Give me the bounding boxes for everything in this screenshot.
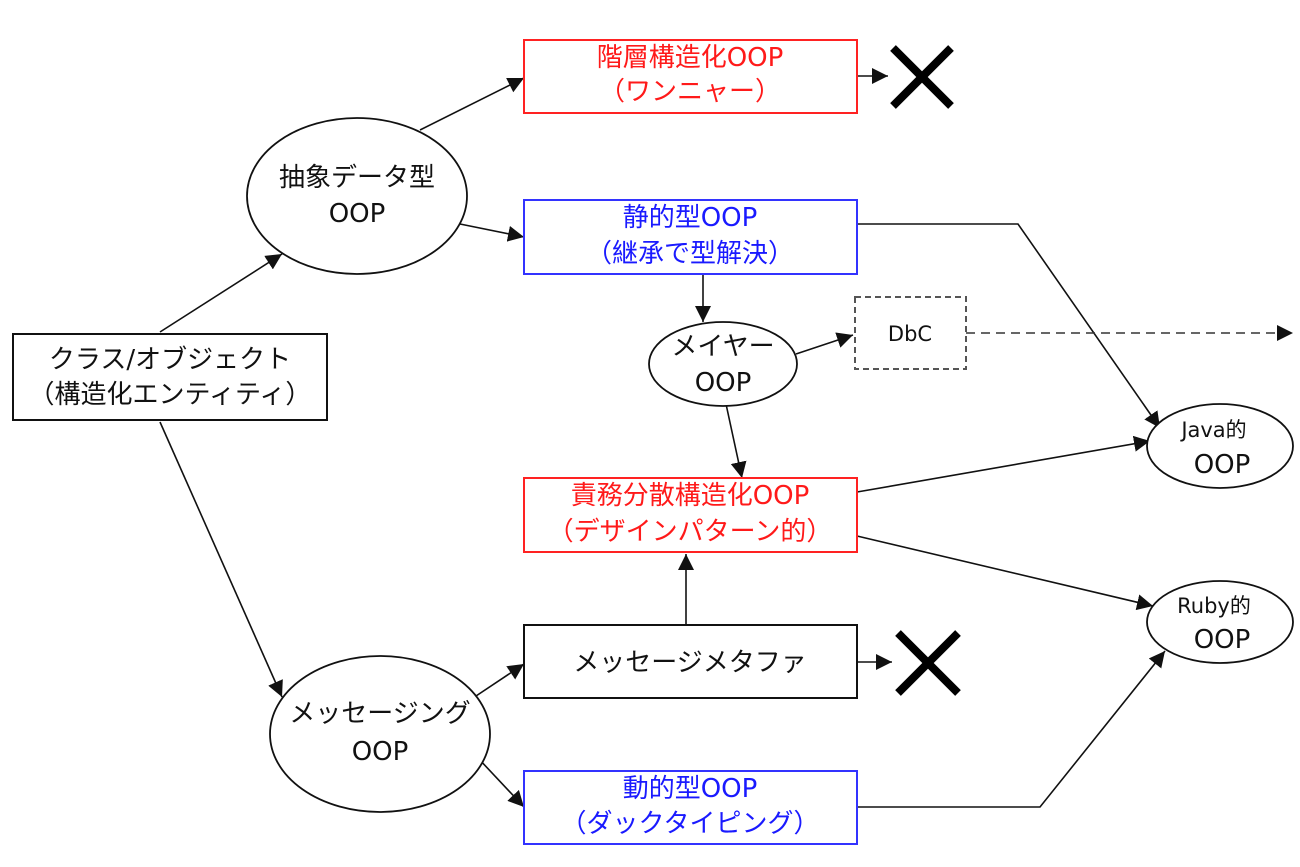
edges [159, 68, 1293, 808]
edge-adt-to-hierarchical [419, 77, 525, 131]
node-responsibility-oop-line2: （デザインパターン的） [548, 517, 833, 547]
node-ruby-oop: Ruby的 OOP [1146, 580, 1294, 664]
node-meyer-oop: メイヤー OOP [648, 321, 798, 407]
node-hierarchical-oop: 階層構造化OOP （ワンニャー） [523, 39, 858, 114]
node-dynamic-oop-line1: 動的型OOP [623, 774, 758, 804]
node-class-object-line1: クラス/オブジェクト [49, 345, 291, 375]
node-adt-oop: 抽象データ型 OOP [246, 117, 468, 275]
node-messaging-oop-line1: メッセージング [289, 699, 470, 729]
edge-static-to-java [857, 223, 1161, 429]
node-adt-oop-line2: OOP [329, 199, 386, 229]
edge-responsibility-to-java [856, 435, 1151, 493]
node-java-oop-line1: Java的 [1179, 418, 1246, 442]
node-class-object-line2: （構造化エンティティ） [29, 380, 312, 410]
edge-class-to-messaging [159, 421, 283, 698]
node-java-oop: Java的 OOP [1146, 403, 1294, 489]
node-static-oop-line1: 静的型OOP [623, 203, 758, 233]
edge-dynamic-to-ruby [857, 650, 1166, 808]
node-static-oop-line2: （継承で型解決） [586, 239, 794, 269]
node-ruby-oop-line1: Ruby的 [1177, 594, 1251, 618]
node-meyer-oop-line2: OOP [695, 368, 752, 398]
node-adt-oop-line1: 抽象データ型 [279, 163, 435, 193]
dead-end-mark-top [890, 45, 954, 109]
node-responsibility-oop-line1: 責務分散構造化OOP [571, 481, 810, 511]
node-message-metaphor: メッセージメタファ [523, 624, 858, 699]
node-hierarchical-oop-line1: 階層構造化OOP [597, 43, 784, 73]
node-meyer-oop-line1: メイヤー [671, 332, 774, 362]
node-dynamic-oop: 動的型OOP （ダックタイピング） [523, 770, 858, 845]
node-class-object: クラス/オブジェクト （構造化エンティティ） [12, 333, 328, 421]
edge-meyer-to-responsibility [725, 403, 747, 479]
node-responsibility-oop: 責務分散構造化OOP （デザインパターン的） [523, 477, 858, 553]
node-messaging-oop-line2: OOP [352, 737, 409, 767]
node-messaging-oop: メッセージング OOP [269, 655, 491, 813]
node-message-metaphor-label: メッセージメタファ [573, 648, 806, 678]
node-dbc: DbC [854, 296, 967, 370]
edge-adt-to-static [459, 223, 525, 242]
node-static-oop: 静的型OOP （継承で型解決） [523, 199, 858, 275]
edge-responsibility-to-ruby [856, 535, 1154, 611]
node-ruby-oop-line2: OOP [1194, 625, 1251, 655]
node-dynamic-oop-line2: （ダックタイピング） [561, 809, 820, 839]
node-java-oop-line2: OOP [1194, 450, 1251, 480]
edge-messaging-to-metaphor [469, 663, 525, 701]
edge-meyer-to-dbc [795, 332, 854, 355]
dead-end-mark-bottom [895, 630, 961, 696]
node-hierarchical-oop-line2: （ワンニャー） [599, 77, 781, 107]
node-dbc-label: DbC [888, 322, 932, 346]
edge-class-to-adt [159, 253, 283, 333]
edge-messaging-to-dynamic [477, 757, 525, 808]
